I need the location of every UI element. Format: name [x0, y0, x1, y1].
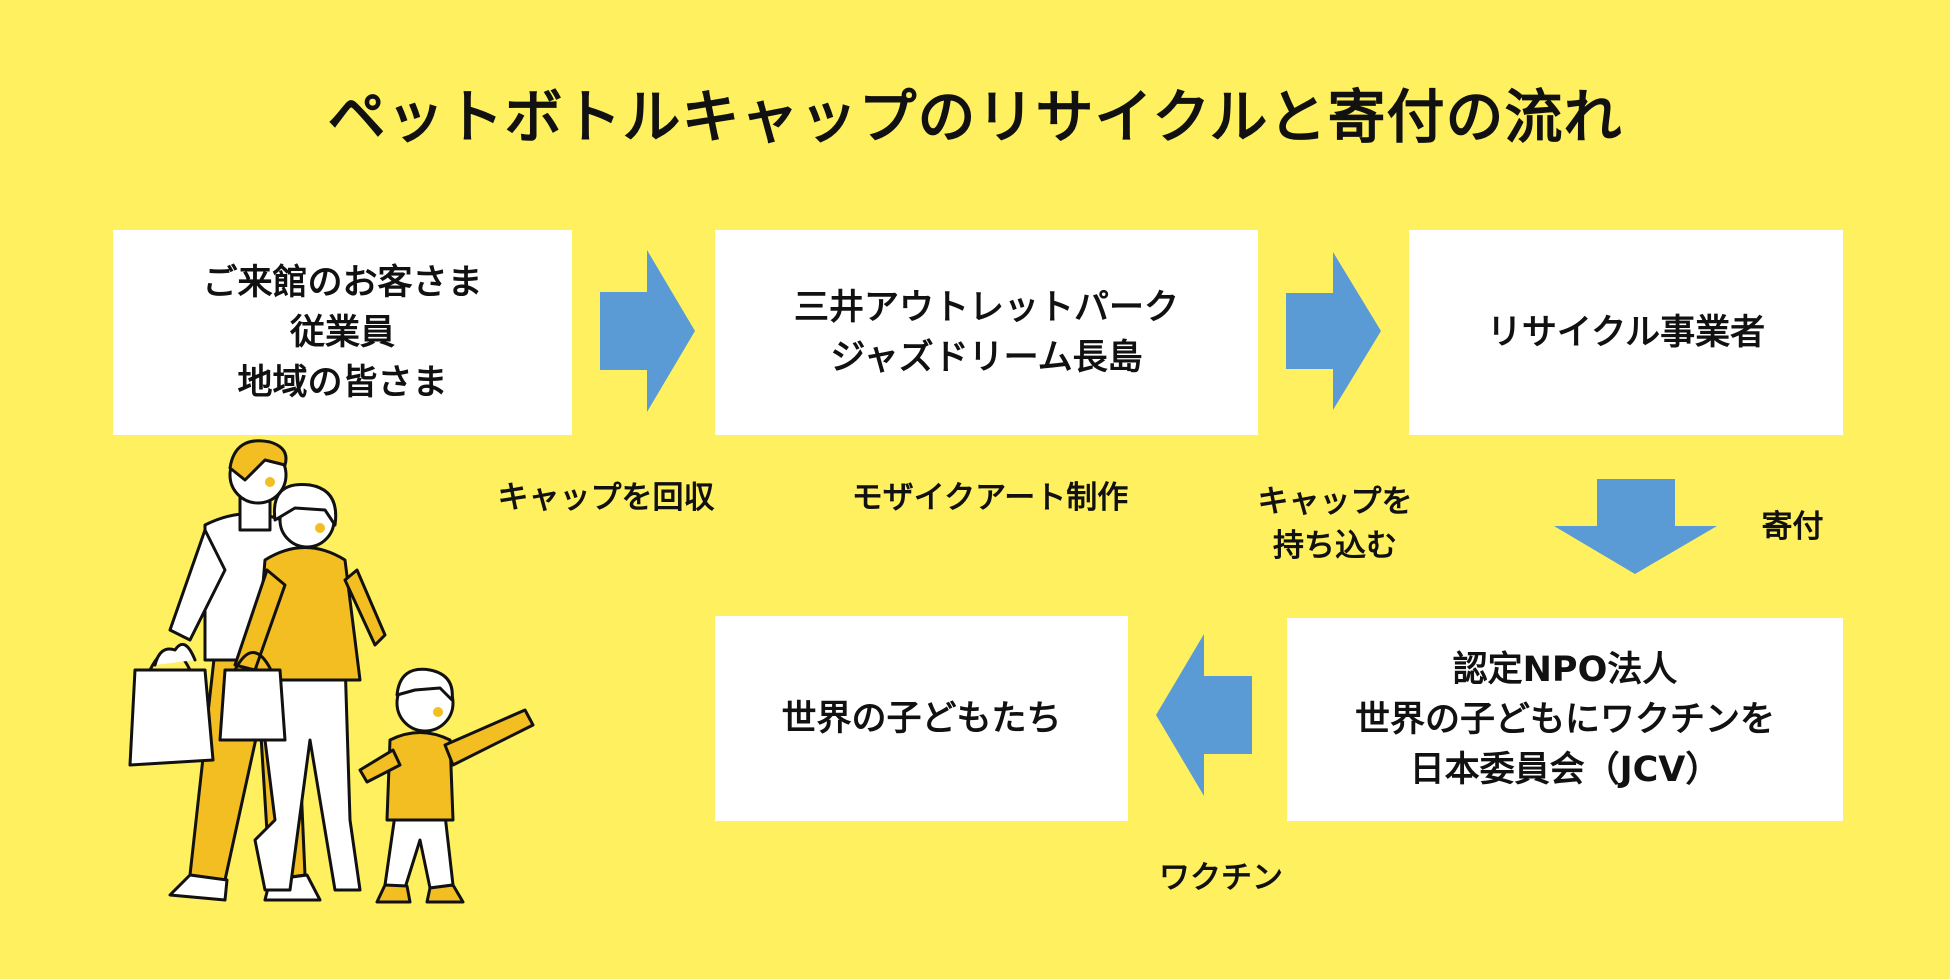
node-recycler: リサイクル事業者 [1409, 230, 1843, 435]
node-customers: ご来館のお客さま 従業員 地域の皆さま [113, 230, 572, 435]
node-jcv: 認定NPO法人 世界の子どもにワクチンを 日本委員会（JCV） [1287, 618, 1843, 821]
edge-label-mosaic: モザイクアート制作 [820, 476, 1160, 520]
node-recycler-line-1: リサイクル事業者 [1486, 312, 1766, 353]
node-jcv-line-3: 日本委員会（JCV） [1409, 749, 1721, 790]
node-jcv-line-2: 世界の子どもにワクチンを [1354, 699, 1775, 740]
edge-label-collect-line-1: キャップを回収 [497, 480, 715, 516]
arrow-left-icon [1156, 634, 1252, 796]
edge-label-bring: キャップを 持ち込む [1225, 480, 1445, 568]
arrow-right-icon [600, 250, 695, 412]
node-jcv-line-1: 認定NPO法人 [1452, 649, 1678, 690]
arrow-down-icon [1554, 479, 1717, 574]
edge-label-bring-line-2: 持ち込む [1273, 528, 1397, 564]
node-customers-line-2: 従業員 [289, 312, 395, 353]
edge-label-donate-line-1: 寄付 [1761, 509, 1824, 545]
edge-label-donate: 寄付 [1735, 505, 1850, 549]
node-children: 世界の子どもたち [715, 616, 1128, 821]
edge-label-mosaic-line-1: モザイクアート制作 [851, 480, 1129, 516]
diagram-title: ペットボトルキャップのリサイクルと寄付の流れ [327, 83, 1623, 151]
edge-label-vaccine: ワクチン [1126, 856, 1316, 900]
node-outlet: 三井アウトレットパーク ジャズドリーム長島 [715, 230, 1258, 435]
arrow-right-icon [1286, 252, 1381, 410]
family-walking-illustration [128, 439, 535, 904]
edge-label-collect: キャップを回収 [476, 476, 736, 520]
node-customers-line-3: 地域の皆さま [237, 362, 448, 403]
edge-label-bring-line-1: キャップを [1257, 484, 1413, 520]
node-outlet-line-1: 三井アウトレットパーク [793, 287, 1179, 328]
node-children-line-1: 世界の子どもたち [781, 698, 1062, 739]
node-customers-line-1: ご来館のお客さま [202, 262, 483, 303]
edge-label-vaccine-line-1: ワクチン [1159, 860, 1283, 896]
node-outlet-line-2: ジャズドリーム長島 [830, 337, 1143, 378]
